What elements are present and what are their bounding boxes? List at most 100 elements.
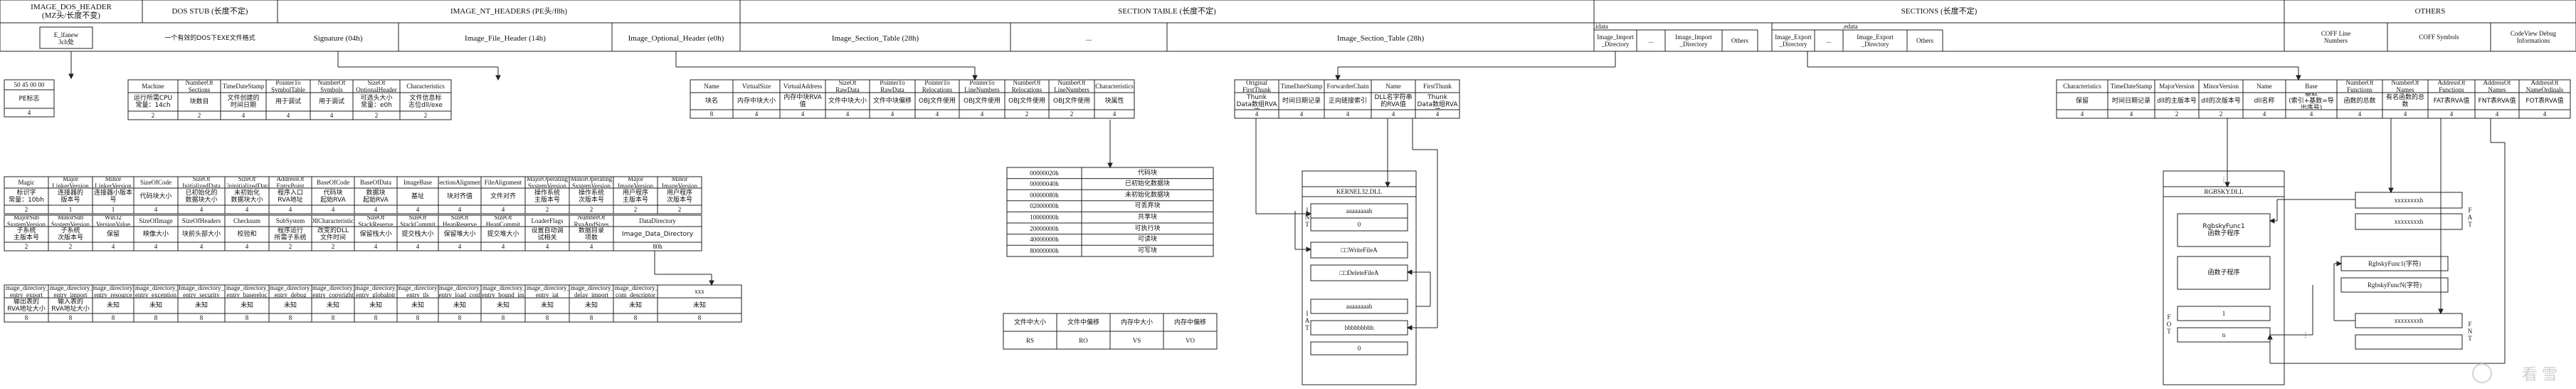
optional-row1-descs-6: 程序入口 RVA地址 (277, 190, 303, 204)
optional-row1-descs-14: 用户程序 主版本号 (622, 190, 648, 204)
import-descriptor-descs-1: 时间日期记录 (1282, 98, 1321, 105)
section-header-names-8: NumberOf LineNumbers (1054, 81, 1089, 92)
import-descriptor-sizes-3: 4 (1391, 110, 1395, 118)
data-directory-sizes-4: 8 (199, 314, 204, 321)
section-header-descs-4: 文件中块偏移 (872, 98, 912, 105)
optional-row1-descs-1: 连接器的 版本号 (57, 190, 83, 204)
import-descriptor-sizes-2: 4 (1346, 110, 1350, 118)
dos-stub-text: 一个有效的DOS下EXE文件格式 (164, 35, 255, 42)
optional-row2-names-7: DllCharacteristics (312, 217, 354, 224)
data-directory-descs-12: 未知 (540, 302, 554, 309)
optional-row2-sizes-12: 4 (545, 243, 549, 250)
optional-row2-descs-12: 设置自动调 试相关 (531, 227, 564, 242)
import-descriptor-sizes-0: 4 (1255, 110, 1259, 118)
section-header-descs-8: OBJ文件使用 (1053, 98, 1090, 105)
export-directory-descs-9: FNT表RVA值 (2478, 98, 2516, 105)
optional-row2-sizes-13: 4 (589, 243, 593, 250)
export-directory-names-7: NumberOf Names (2391, 81, 2419, 92)
section-header-sizes-3: 4 (845, 110, 850, 118)
data-directory-descs-8: 未知 (369, 302, 382, 309)
import-descriptor-descs-4: Import Thunk Data数组RVA值 (1417, 93, 1458, 109)
section-header-sizes-4: 4 (890, 110, 894, 118)
export-dir-2: Image_Export _Directory (1857, 33, 1894, 48)
data-directory-descs-10: 未知 (453, 302, 466, 309)
optional-row1-names-7: BaseOfCode (317, 179, 349, 186)
export-directory-descs-1: 时间日期记录 (2111, 98, 2150, 105)
import-descriptor-names-1: TimeDateStamp (1280, 83, 1323, 90)
section-header-sizes-0: 8 (709, 110, 714, 118)
flag-value-5: 20000000h (1030, 224, 1059, 232)
data-directory-names-1: Image_directory_ entry_import (49, 286, 92, 297)
data-directory-names-11: Image_directory_ entry_bound_im (482, 286, 524, 297)
optional-row1-names-3: SizeOfCode (140, 179, 171, 186)
export-directory-sizes-2: 2 (2175, 110, 2179, 118)
optional-row1-names-14: Major ImageVersion (618, 177, 653, 187)
int-entry-zero (1310, 217, 1408, 232)
flag-meaning-5: 可执行块 (1134, 224, 1161, 232)
optional-row2-descs-14: Image_Data_Directory (621, 231, 694, 238)
hint-write-box (1310, 242, 1408, 259)
optional-row1-sizes-6: 4 (288, 206, 292, 213)
file-header-names-2: TimeDateStamp (222, 83, 265, 90)
others-title: OTHERS (2414, 7, 2446, 16)
fat-entry-2: xxxxxxxxh (2394, 218, 2424, 225)
import-descriptor-names-4: FirstThunk (1422, 83, 1452, 90)
fnt-entry-2 (2357, 335, 2461, 349)
data-directory-table (4, 284, 742, 323)
optional-row1-descs-0: 标识字 常量：10bh (9, 190, 44, 204)
optional-row2-names-14: DataDirectory (639, 217, 676, 224)
optional-row1-names-11: FileAlignment (484, 179, 522, 186)
file-header-descs-0: 运行所需CPU 常量：14ch (133, 95, 173, 109)
section-header-sizes-6: 4 (980, 110, 984, 118)
optional-row2-sizes-8: 4 (374, 243, 378, 250)
optional-row2-names-12: LoaderFlags (531, 217, 564, 224)
import-descriptor-names-3: Name (1385, 83, 1401, 90)
size-legend-abbr-1: RO (1079, 336, 1088, 344)
flag-meaning-3: 可丢弃块 (1134, 202, 1161, 210)
data-directory-sizes-9: 8 (416, 314, 420, 321)
data-directory-sizes-15: 8 (697, 314, 702, 321)
file-header-names-0: Machine (142, 83, 164, 90)
section-header-descs-2: 内存中块RVA值 (783, 94, 822, 108)
optional-row1-descs-5: 未初始化 数据块大小 (231, 190, 263, 204)
optional-row1-descs-2: 连接器小版本号 (93, 190, 132, 204)
data-directory-names-5: Image_directory_ entry_basereloc (226, 286, 268, 297)
export-directory-names-2: MajorVersion (2159, 83, 2195, 90)
optional-row2-sizes-10: 4 (458, 243, 462, 250)
idata-label: .idata (1594, 23, 1608, 30)
int-zero: 0 (1357, 221, 1361, 228)
data-directory-sizes-13: 8 (589, 314, 593, 321)
file-header-descs-4: 用于调试 (318, 98, 344, 105)
export-memory-box (2163, 170, 2285, 385)
export-directory-descs-7: 有名函数的总数 (2385, 94, 2424, 108)
optional-row1-names-8: BaseOfData (360, 179, 391, 186)
flag-meaning-0: 代码块 (1137, 169, 1157, 177)
optional-header-cell: Image_Optional_Header (e0h) (628, 34, 724, 43)
fot-ord-n: n (2222, 331, 2226, 338)
export-directory-names-8: AddressOf Functions (2437, 81, 2466, 92)
file-header-sizes-3: 4 (286, 112, 290, 119)
data-directory-names-15: xxx (695, 288, 704, 295)
file-header-descs-6: 文件信息标 志位dll/exe (408, 95, 443, 109)
optional-row1-sizes-11: 4 (501, 206, 505, 213)
section-header-descs-0: 块名 (704, 98, 718, 105)
file-header-descs-5: 可选头大小 常量：e0h (360, 95, 393, 109)
import-descriptor-sizes-1: 4 (1299, 110, 1304, 118)
file-header-names-6: Characteristics (406, 83, 445, 90)
import-descriptor-table (1234, 79, 1460, 119)
hint-writefile: □□WriteFileA (1341, 247, 1378, 254)
optional-row2-descs-2: 保留 (106, 231, 120, 238)
optional-row1-sizes-3: 4 (154, 206, 158, 213)
file-header-sizes-2: 4 (241, 112, 246, 119)
optional-row1-descs-3: 代码块大小 (139, 193, 172, 200)
dos-stub-title: DOS STUB (长度不定) (171, 7, 248, 16)
export-func1: RgbskyFunc1 函数子程序 (2202, 223, 2245, 237)
section-header-sizes-5: 4 (935, 110, 939, 118)
section-header-names-6: PointerTo LineNumbers (964, 81, 1000, 92)
data-directory-sizes-5: 8 (245, 314, 249, 321)
section-header-names-4: PointerTo RawData (880, 81, 905, 92)
flag-value-4: 10000000h (1030, 213, 1059, 221)
optional-row2-descs-7: 改变的DLL 文件时间 (317, 227, 349, 242)
data-directory-descs-6: 未知 (283, 302, 297, 309)
